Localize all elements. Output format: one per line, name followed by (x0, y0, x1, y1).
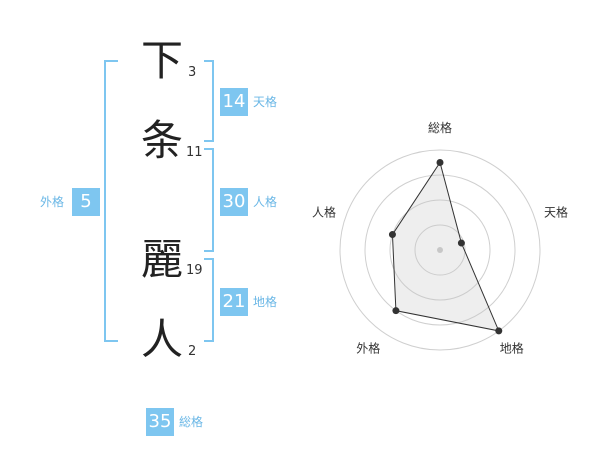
radar-ring (364, 174, 516, 326)
radar-point-5 (388, 231, 396, 239)
radar-ring (414, 224, 466, 276)
radar-axis-label-4: 外格 (356, 341, 380, 356)
tenkaku-value: 14 (220, 88, 248, 116)
gaikaku-label: 外格 (40, 195, 65, 209)
jinkaku-label: 人格 (253, 195, 278, 209)
radar-ring (389, 199, 491, 301)
jinkaku-bracket (204, 148, 214, 252)
chikaku-bracket (204, 258, 214, 342)
stroke-count-2: 11 (186, 145, 203, 160)
radar-point-1 (436, 159, 444, 166)
radar-axis-label-5: 人格 (312, 204, 336, 219)
chikaku-value: 21 (220, 288, 248, 316)
jinkaku-value: 30 (220, 188, 248, 216)
radar-axis-label-2: 天格 (544, 204, 568, 219)
stroke-count-3: 19 (186, 263, 203, 278)
radar-point-2 (457, 239, 465, 247)
name-char-4: 人 (140, 315, 183, 364)
radar-point-4 (392, 307, 400, 315)
stroke-count-4: 2 (188, 344, 197, 359)
radar-axis-label-1: 総格 (428, 120, 452, 135)
radar-series-area (391, 161, 500, 332)
gaikaku-bracket (104, 60, 118, 342)
soukaku-value: 35 (146, 408, 174, 436)
tenkaku-label: 天格 (253, 95, 278, 109)
gaikaku-value: 5 (72, 188, 100, 216)
name-char-1: 下 (140, 36, 183, 85)
tenkaku-bracket (204, 60, 214, 142)
radar-ring (339, 149, 541, 351)
radar-axis-label-3: 地格 (500, 341, 524, 356)
name-char-3: 麗 (140, 235, 183, 284)
radar-point-3 (495, 327, 503, 335)
soukaku-label: 総格 (179, 415, 204, 429)
name-char-2: 条 (140, 116, 183, 165)
chikaku-label: 地格 (253, 295, 278, 309)
stroke-count-1: 3 (188, 65, 197, 80)
radar-center (437, 247, 443, 253)
